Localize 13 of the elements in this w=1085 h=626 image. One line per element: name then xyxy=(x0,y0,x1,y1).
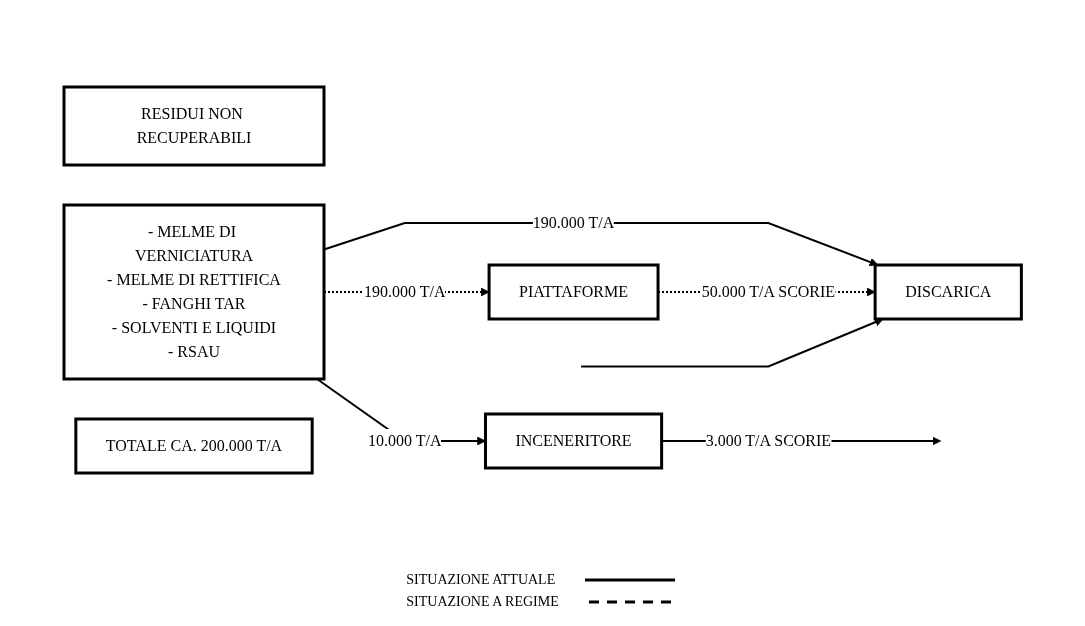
edge-label: 10.000 T/A xyxy=(367,432,442,449)
node-box: PIATTAFORME xyxy=(487,263,660,321)
node-box: RESIDUI NON RECUPERABILI xyxy=(62,85,326,167)
edge-label: 3.000 T/A SCORIE xyxy=(705,432,831,449)
edge-label: 190.000 T/A xyxy=(532,214,615,231)
node-box: - MELME DI VERNICIATURA - MELME DI RETTIFICA - FANGHI TAR - SOLVENTI E LIQUIDI - RSAU xyxy=(62,203,326,381)
node-box: INCENERITORE xyxy=(483,412,663,470)
legend-text: SITUAZIONE ATTUALE xyxy=(406,572,556,588)
node-box: TOTALE CA. 200.000 T/A xyxy=(74,417,314,475)
edge-label: 50.000 T/A SCORIE xyxy=(701,283,835,300)
legend-text: SITUAZIONE A REGIME xyxy=(406,594,559,610)
edge-label: 190.000 T/A xyxy=(363,283,446,300)
node-box: DISCARICA xyxy=(873,263,1023,321)
